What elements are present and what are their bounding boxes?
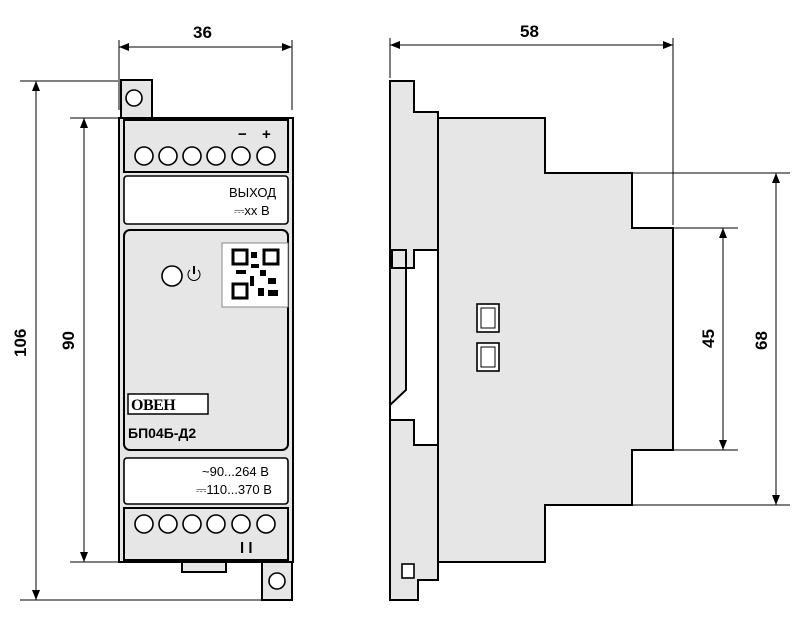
side-clip-slot bbox=[401, 563, 415, 579]
dim-front-height-total: 106 bbox=[11, 329, 30, 357]
front-view: − + ВЫХОД ⎓xx В bbox=[118, 79, 294, 601]
side-view bbox=[389, 80, 674, 601]
model-label: БП04Б-Д2 bbox=[128, 425, 196, 441]
dim-side-height-68: 68 bbox=[752, 331, 771, 350]
terminal-screw bbox=[182, 146, 202, 166]
output-label-panel bbox=[123, 175, 289, 225]
dim-front-height-body: 90 bbox=[59, 331, 78, 350]
terminal-screw bbox=[256, 146, 276, 166]
terminal-screw bbox=[231, 146, 251, 166]
dim-front-width: 36 bbox=[193, 23, 212, 42]
output-label: ВЫХОД bbox=[229, 185, 276, 200]
bottom-terminals bbox=[134, 514, 276, 534]
power-icon bbox=[187, 266, 201, 281]
terminal-screw bbox=[134, 514, 154, 534]
qr-code-icon bbox=[221, 242, 289, 308]
terminal-screw bbox=[158, 514, 178, 534]
output-voltage: ⎓xx В bbox=[234, 203, 270, 218]
dim-side-depth: 58 bbox=[520, 22, 539, 41]
terminal-screw bbox=[206, 146, 226, 166]
side-dimensions: 58 45 68 bbox=[389, 22, 790, 506]
input-terminal-marks: l l bbox=[240, 540, 253, 557]
terminal-screw bbox=[231, 514, 251, 534]
input-ac-label: ~90...264 В bbox=[202, 464, 269, 479]
top-terminals bbox=[134, 146, 276, 166]
terminal-screw bbox=[134, 146, 154, 166]
side-body bbox=[437, 117, 674, 563]
front-dimensions: 36 106 90 bbox=[11, 23, 293, 601]
terminal-minus-label: − bbox=[238, 126, 247, 143]
input-label-panel bbox=[123, 457, 289, 505]
terminal-plus-label: + bbox=[262, 126, 271, 143]
power-led bbox=[161, 265, 183, 287]
top-mount-hole bbox=[125, 89, 143, 107]
brand-logo: OBEH bbox=[127, 393, 209, 415]
dim-side-height-45: 45 bbox=[699, 329, 718, 348]
terminal-screw bbox=[256, 514, 276, 534]
terminal-screw bbox=[182, 514, 202, 534]
bottom-mount-hole bbox=[268, 572, 286, 590]
side-slot bbox=[476, 303, 500, 333]
side-slot bbox=[476, 342, 500, 372]
input-dc-label: ⎓110...370 В bbox=[196, 482, 272, 497]
side-din-bracket bbox=[389, 80, 439, 601]
terminal-screw bbox=[158, 146, 178, 166]
brand-logo-text: OBEH bbox=[131, 397, 176, 414]
terminal-screw bbox=[206, 514, 226, 534]
